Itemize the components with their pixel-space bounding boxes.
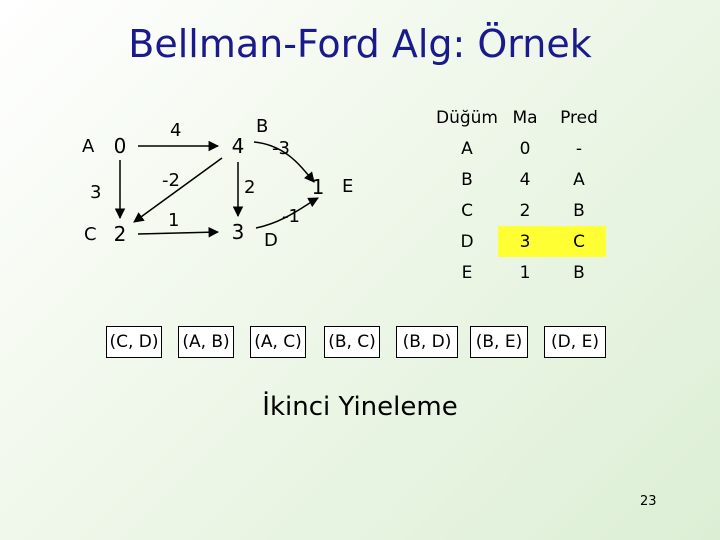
header-ma: Ma	[512, 107, 538, 128]
table-row: E 1 B	[436, 257, 606, 288]
node-c-label: C	[84, 224, 97, 245]
cell-pred: A	[573, 169, 585, 190]
edge-order-box-5: (B, D)	[396, 326, 458, 358]
weight-a-b: 4	[170, 120, 181, 141]
node-e: E 1	[312, 175, 354, 199]
cell-node: D	[460, 231, 474, 252]
table-row: C 2 B	[436, 195, 606, 226]
edge-order-box-3: (A, C)	[250, 326, 306, 358]
weight-b-c: -2	[162, 170, 180, 191]
edge-order-box-7: (D, E)	[544, 326, 606, 358]
weight-b-d: 2	[244, 177, 255, 198]
weight-d-e: -1	[282, 206, 300, 227]
node-c-value: 2	[114, 222, 127, 246]
node-d: D 3	[232, 220, 278, 251]
edge-d-e	[255, 197, 319, 229]
node-d-label: D	[264, 230, 278, 251]
edge-order-box-2: (A, B)	[178, 326, 234, 358]
cell-node: A	[461, 138, 473, 159]
node-a: A 0	[82, 134, 127, 158]
header-pred: Pred	[560, 107, 598, 128]
node-b: B 4	[232, 116, 269, 158]
table-row: A 0 -	[436, 133, 606, 164]
node-e-label: E	[342, 176, 353, 197]
node-a-label: A	[82, 136, 95, 157]
edge-b-c	[133, 157, 223, 223]
table-row-highlighted: D 3 C	[436, 226, 606, 257]
cell-pred: B	[573, 262, 585, 283]
cell-node: E	[461, 262, 473, 283]
node-e-value: 1	[312, 175, 325, 199]
node-b-label: B	[256, 116, 268, 137]
cell-ma: 3	[498, 226, 552, 257]
node-c: C 2	[84, 222, 127, 246]
cell-pred: -	[575, 138, 583, 159]
cell-node: C	[461, 200, 473, 221]
iteration-label: İkinci Yineleme	[262, 392, 458, 422]
cell-ma: 4	[519, 169, 531, 190]
node-b-value: 4	[232, 134, 245, 158]
edge-order-box-4: (B, C)	[324, 326, 380, 358]
table-header-row: Düğüm Ma Pred	[436, 102, 606, 133]
cell-ma: 0	[519, 138, 531, 159]
slide-title: Bellman-Ford Alg: Örnek	[128, 22, 592, 66]
header-node: Düğüm	[436, 107, 498, 128]
distance-table: Düğüm Ma Pred A 0 - B 4 A C 2 B D 3 C E …	[436, 102, 606, 288]
cell-ma: 2	[519, 200, 531, 221]
edge-c-d	[137, 226, 220, 238]
cell-node: B	[461, 169, 473, 190]
cell-pred: C	[552, 226, 606, 257]
page-number: 23	[640, 494, 657, 509]
edge-order-box-6: (B, E)	[470, 326, 528, 358]
node-d-value: 3	[232, 220, 245, 244]
edge-b-e	[253, 141, 315, 183]
weight-a-c: 3	[90, 182, 101, 203]
cell-ma: 1	[519, 262, 531, 283]
table-row: B 4 A	[436, 164, 606, 195]
weight-c-d: 1	[168, 210, 179, 231]
edge-order-box-1: (C, D)	[106, 326, 162, 358]
node-a-value: 0	[114, 134, 127, 158]
weight-b-e: -3	[272, 138, 290, 159]
cell-pred: B	[573, 200, 585, 221]
